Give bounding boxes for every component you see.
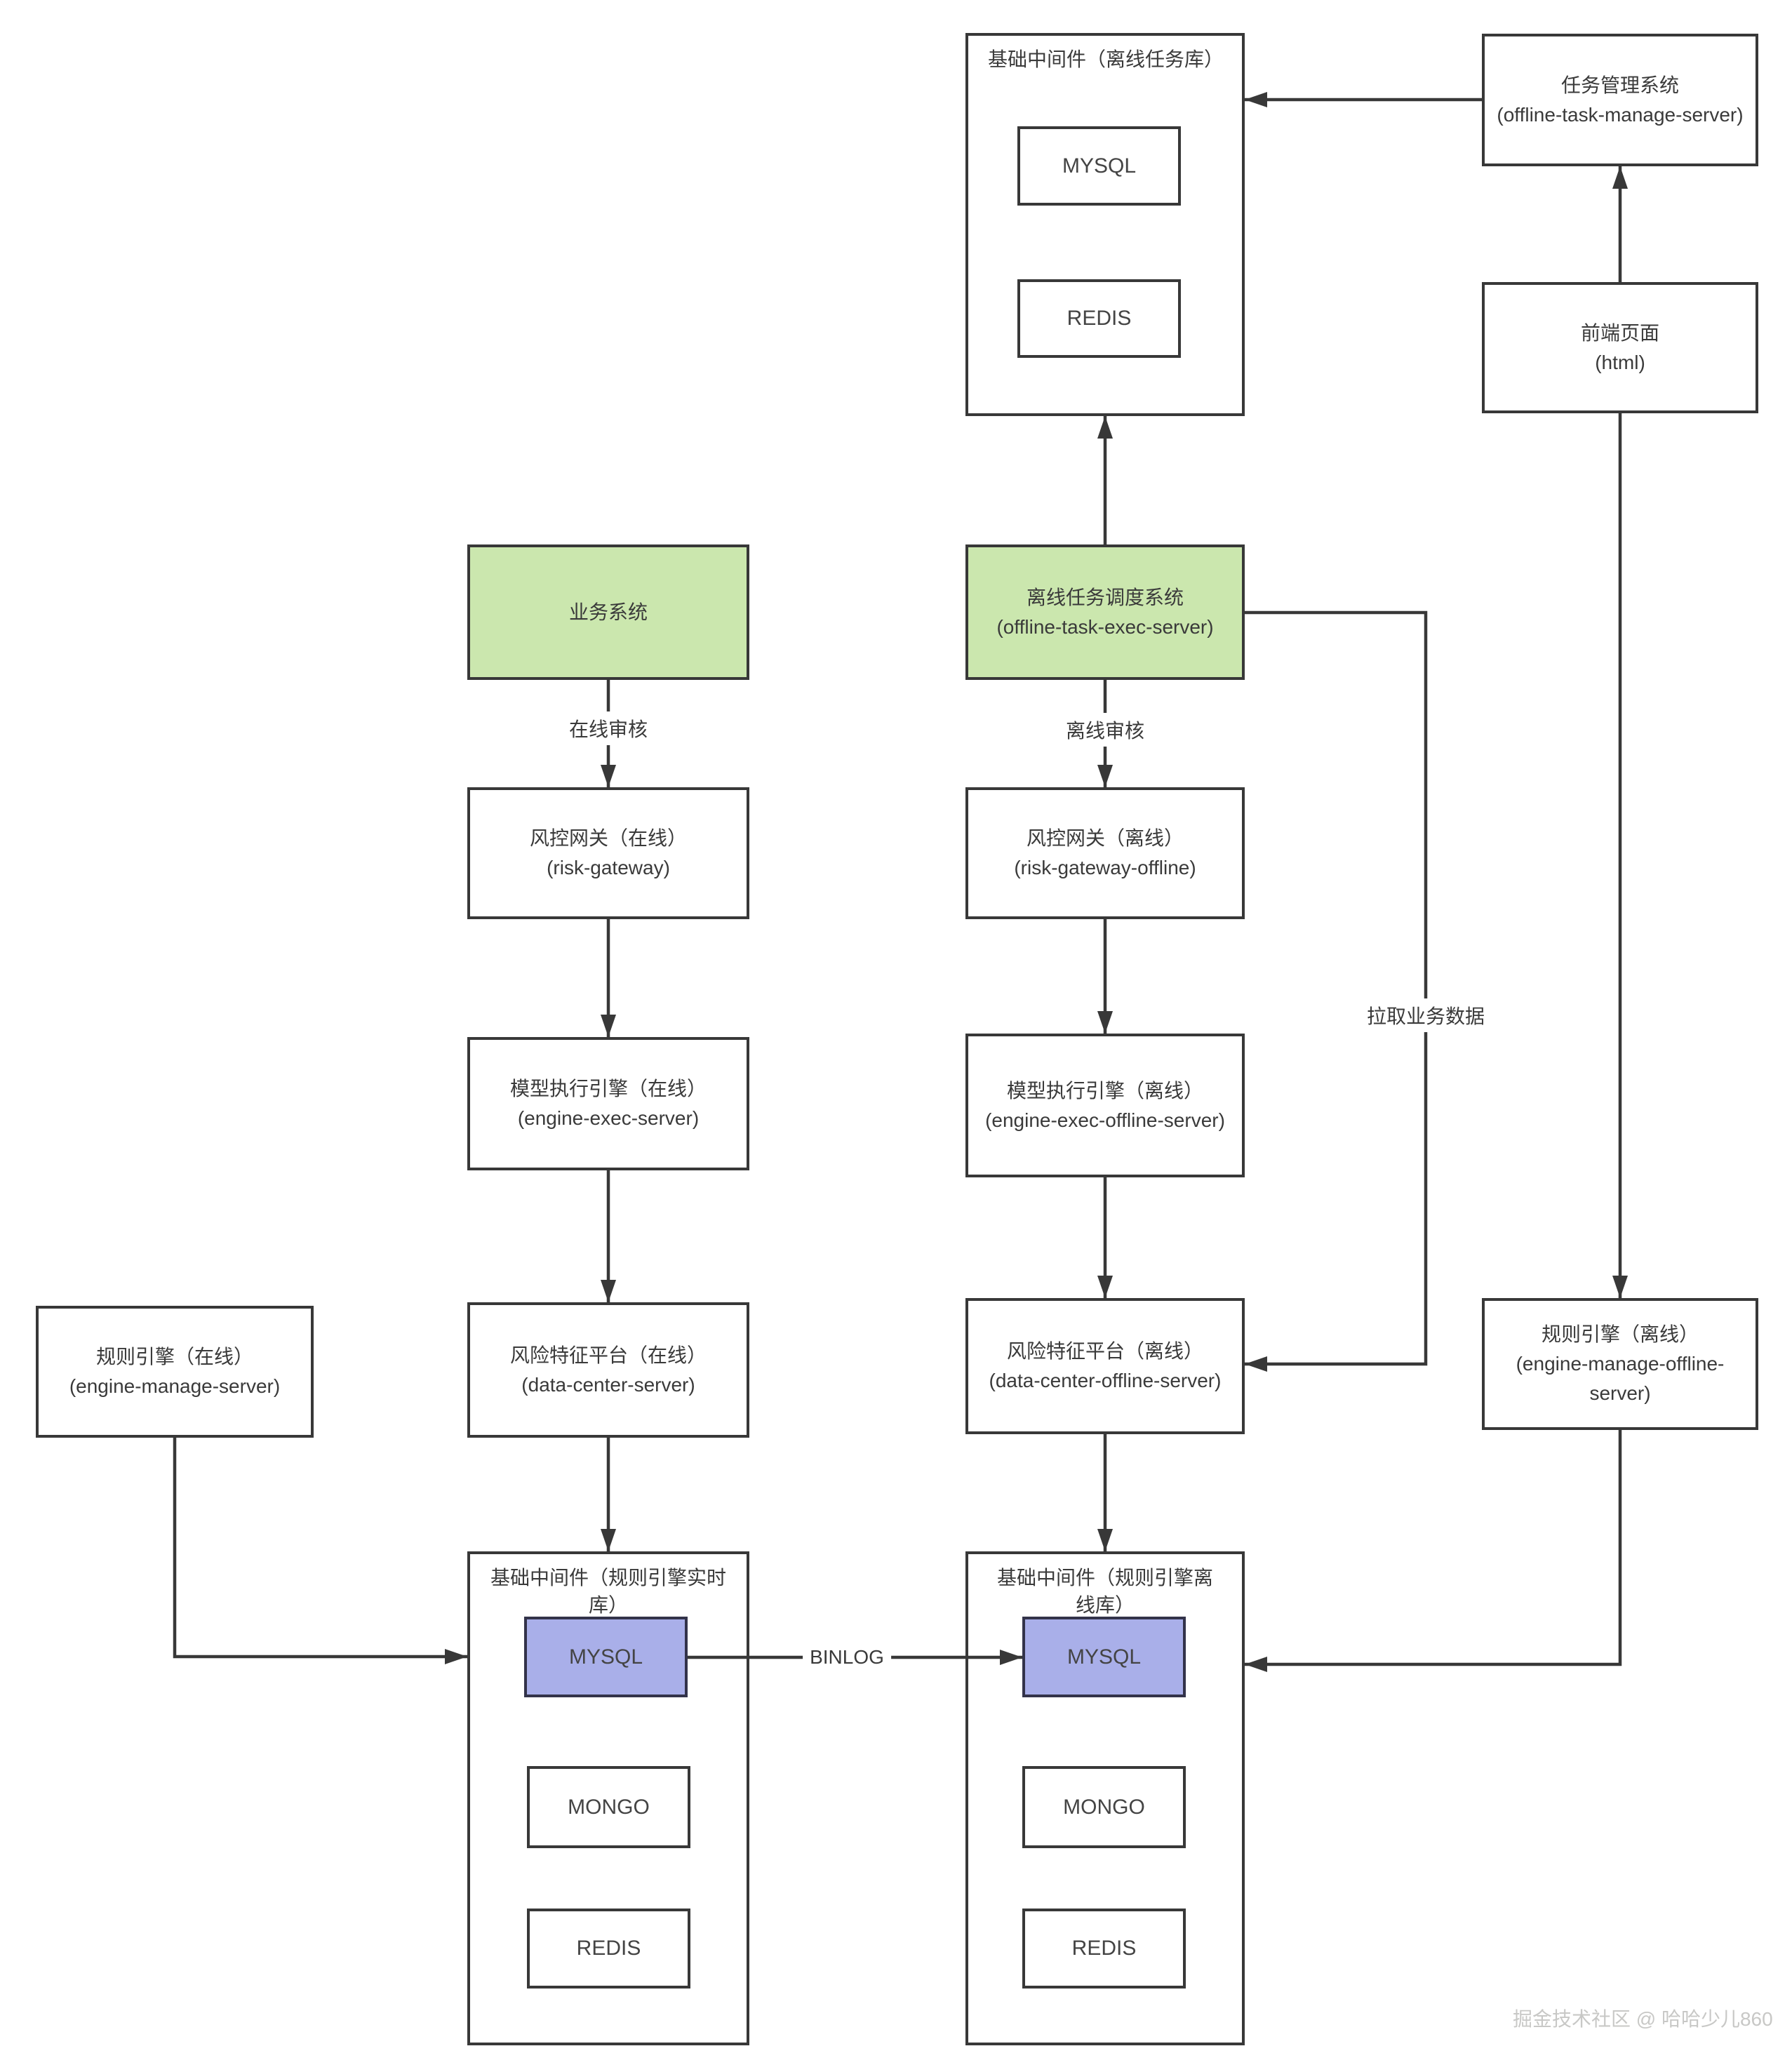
edge-label-binlog: BINLOG (803, 1643, 891, 1671)
node-title: 业务系统 (568, 601, 648, 623)
node-front-page: 前端页面 (html) (1482, 282, 1758, 413)
container-title: 基础中间件（规则引擎离线库） (996, 1567, 1213, 1617)
node-title: 风险特征平台（在线） (509, 1344, 707, 1366)
db-label: MYSQL (568, 1645, 643, 1669)
node-title: 前端页面 (1580, 321, 1659, 344)
edge-engine-manage-offline-to-offline-rule-db (1245, 1430, 1622, 1672)
db-box-redis: REDIS (1017, 279, 1181, 358)
edge-label-offline-audit: 离线审核 (1058, 713, 1152, 747)
db-box-mongo: MONGO (527, 1766, 690, 1848)
node-engine-manage-online: 规则引擎（在线） (engine-manage-server) (36, 1306, 314, 1438)
node-business-system: 业务系统 (467, 544, 749, 680)
node-subtitle: (engine-exec-offline-server) (985, 1109, 1225, 1131)
db-label: MONGO (568, 1795, 650, 1819)
node-subtitle: (risk-gateway-offline) (1014, 857, 1196, 878)
db-box-mongo: MONGO (1022, 1766, 1186, 1848)
node-subtitle: (html) (1595, 351, 1645, 373)
db-box-mysql: MYSQL (1022, 1617, 1186, 1697)
container-middleware-realtime-rule-db: 基础中间件（规则引擎实时库） MYSQL MONGO REDIS (467, 1551, 749, 2045)
node-title: 任务管理系统 (1560, 74, 1679, 96)
db-label: REDIS (1066, 307, 1132, 330)
db-box-redis: REDIS (1022, 1909, 1186, 1989)
edge-pull-business-data (1245, 610, 1428, 1372)
node-offline-task-exec-system: 离线任务调度系统 (offline-task-exec-server) (965, 544, 1245, 680)
node-risk-gateway-offline: 风控网关（离线） (risk-gateway-offline) (965, 787, 1245, 919)
db-label: MYSQL (1062, 154, 1137, 178)
node-engine-exec-offline: 模型执行引擎（离线） (engine-exec-offline-server) (965, 1034, 1245, 1177)
node-subtitle: (engine-manage-offline-server) (1516, 1353, 1725, 1404)
node-subtitle: (engine-exec-server) (517, 1107, 700, 1129)
edge-label-online-audit: 在线审核 (561, 711, 655, 745)
db-box-mysql: MYSQL (524, 1617, 688, 1697)
edge-label-pull-business-data: 拉取业务数据 (1359, 998, 1492, 1032)
watermark: 掘金技术社区 @ 哈哈少儿860 (1513, 2008, 1773, 2030)
node-subtitle: (data-center-offline-server) (989, 1370, 1222, 1391)
node-data-center-offline: 风险特征平台（离线） (data-center-offline-server) (965, 1298, 1245, 1434)
node-data-center-online: 风险特征平台（在线） (data-center-server) (467, 1302, 749, 1438)
db-label: MONGO (1063, 1795, 1145, 1819)
node-title: 规则引擎（离线） (1541, 1323, 1699, 1345)
node-subtitle: (risk-gateway) (547, 857, 670, 878)
db-label: REDIS (576, 1937, 641, 1960)
node-subtitle: (offline-task-manage-server) (1497, 103, 1744, 126)
node-subtitle: (offline-task-exec-server) (996, 615, 1214, 638)
db-label: REDIS (1071, 1937, 1137, 1960)
node-subtitle: (engine-manage-server) (69, 1375, 281, 1397)
node-title: 模型执行引擎（离线） (1006, 1079, 1203, 1102)
node-title: 风控网关（离线） (1026, 827, 1184, 849)
container-title: 基础中间件（离线任务库） (988, 48, 1224, 70)
node-title: 风险特征平台（离线） (1006, 1340, 1203, 1362)
node-engine-exec-online: 模型执行引擎（在线） (engine-exec-server) (467, 1037, 749, 1170)
node-title: 离线任务调度系统 (1026, 586, 1184, 608)
node-title: 模型执行引擎（在线） (509, 1078, 707, 1100)
db-box-redis: REDIS (527, 1909, 690, 1989)
container-middleware-offline-rule-db: 基础中间件（规则引擎离线库） MYSQL MONGO REDIS (965, 1551, 1245, 2045)
node-title: 规则引擎（在线） (95, 1346, 253, 1368)
node-task-manage-system: 任务管理系统 (offline-task-manage-server) (1482, 34, 1758, 166)
node-engine-manage-offline: 规则引擎（离线） (engine-manage-offline-server) (1482, 1298, 1758, 1430)
node-title: 风控网关（在线） (529, 827, 687, 849)
db-box-mysql: MYSQL (1017, 126, 1181, 206)
container-middleware-offline-task-db: 基础中间件（离线任务库） MYSQL REDIS (965, 33, 1245, 416)
container-title: 基础中间件（规则引擎实时库） (490, 1567, 726, 1617)
db-label: MYSQL (1066, 1645, 1142, 1669)
node-risk-gateway-online: 风控网关（在线） (risk-gateway) (467, 787, 749, 919)
edge-engine-manage-online-to-realtime-db (173, 1438, 467, 1664)
node-subtitle: (data-center-server) (521, 1373, 695, 1396)
